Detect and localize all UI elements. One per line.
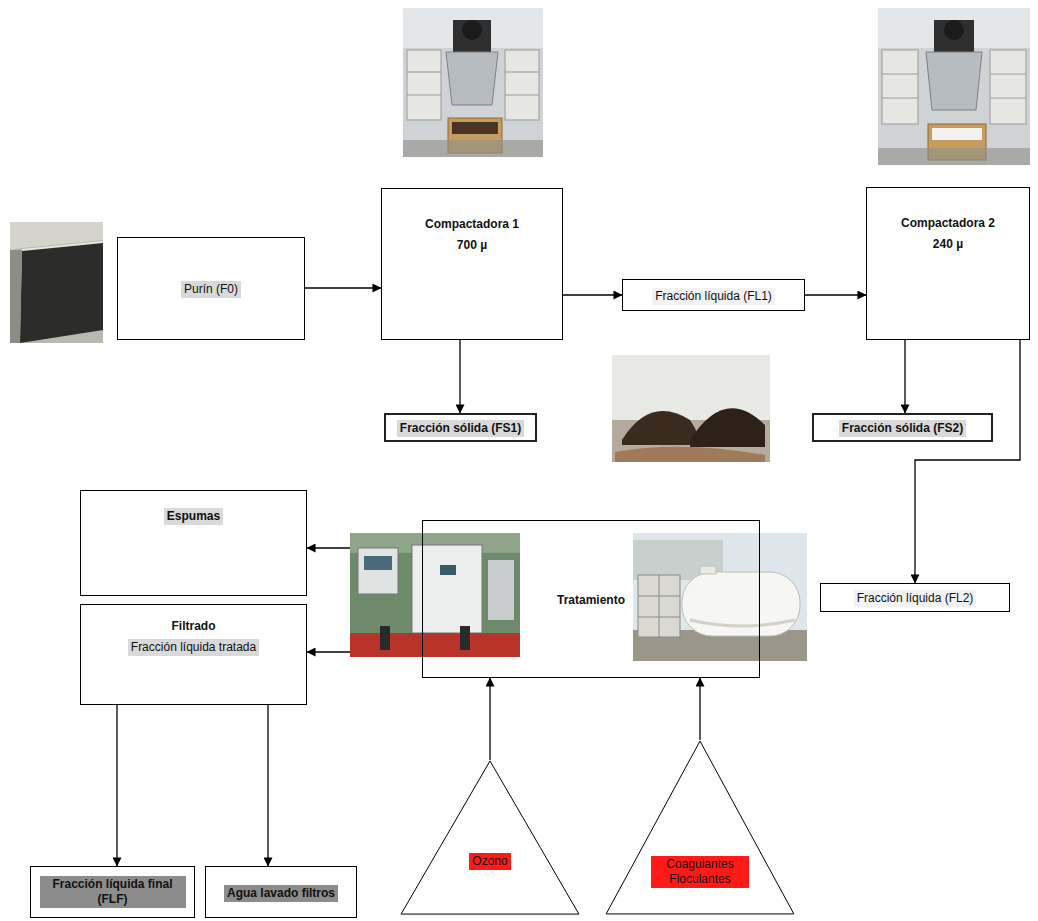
text-row: Fracción líquida (FL1) [652,286,775,305]
node-label: Fracción sólida (FS2) [839,420,966,437]
flow-arrow [805,294,866,295]
text-stack: Tratamiento [554,589,628,610]
text-row: Compactadora 2 [898,213,998,232]
text-row: Filtrado [169,616,219,635]
node-label: Ozono [469,853,510,870]
text-stack: FiltradoFracción líquida tratada [128,615,259,657]
node-label: Tratamiento [554,592,628,609]
text-stack: Purín (F0) [181,278,241,299]
text-row: Espumas [164,506,223,525]
flow-arrow [699,678,700,740]
stream-box: Fracción líquida (FL2) [820,583,1010,612]
flow-arrow [915,340,1020,583]
compactor-photo [403,8,543,157]
solid-fraction-photo [612,355,770,462]
text-stack: Compactadora 2 240 µ [898,212,998,254]
control-panel-photo [350,533,520,657]
text-stack: Ozono [469,850,510,871]
output-box: Espumas [80,490,307,596]
node-label: Fracción líquida final (FLF) [40,876,186,908]
text-stack: Espumas [164,505,223,526]
slurry-pit-photo [10,222,103,343]
output-box: Agua lavado filtros [205,866,357,918]
flow-arrow [489,678,490,760]
text-stack: Agua lavado filtros [224,882,338,903]
process-box: FiltradoFracción líquida tratada [80,604,307,705]
text-row: Agua lavado filtros [224,883,338,902]
flow-arrow [459,340,460,413]
flow-arrow [116,705,117,866]
text-row: Fracción líquida tratada [128,637,259,656]
output-box: Fracción sólida (FS1) [384,413,537,442]
text-row: Fracción líquida (FL2) [854,588,977,607]
node-label: Compactadora 2 [898,215,998,232]
output-box: Fracción líquida final (FLF) [30,866,195,918]
tank-photo [633,533,807,661]
text-row: Fracción sólida (FS1) [397,418,524,437]
node-detail: 700 µ [454,237,490,254]
input-triangle: Coagulantes Floculantes [605,740,795,915]
triangle-outline [605,740,795,915]
treatment-box: Tratamiento [422,520,760,678]
node-label: Agua lavado filtros [224,885,338,902]
flow-arrow [904,340,905,413]
node-label: Fracción sólida (FS1) [397,420,524,437]
process-box: Compactadora 1 700 µ [381,188,563,340]
text-stack: Compactadora 1 700 µ [422,213,522,255]
text-row: 240 µ [930,234,966,253]
flow-arrow [267,705,268,866]
text-row: Tratamiento [554,590,628,609]
input-triangle: Ozono [400,760,580,915]
node-label: Purín (F0) [181,281,241,298]
node-label: Compactadora 1 [422,216,522,233]
text-stack: Fracción líquida (FL1) [652,285,775,306]
text-stack: Coagulantes Floculantes [651,855,749,889]
text-row: Fracción sólida (FS2) [839,418,966,437]
node-label: Fracción líquida (FL1) [652,288,775,305]
stream-box: Fracción líquida (FL1) [622,279,805,311]
text-row: Coagulantes Floculantes [651,856,749,888]
text-stack: Fracción líquida (FL2) [854,587,977,608]
node-detail: Fracción líquida tratada [128,639,259,656]
process-box: Compactadora 2 240 µ [866,187,1030,340]
node-label: Coagulantes Floculantes [651,856,749,888]
text-row: Ozono [469,851,510,870]
text-row: Purín (F0) [181,279,241,298]
output-box: Fracción sólida (FS2) [812,413,993,442]
flow-arrow [563,294,622,295]
compactor-photo [878,8,1030,165]
node-detail: 240 µ [930,236,966,253]
text-stack: Fracción sólida (FS1) [397,417,524,438]
text-row: Compactadora 1 [422,214,522,233]
text-stack: Fracción sólida (FS2) [839,417,966,438]
text-stack: Fracción líquida final (FLF) [40,875,186,909]
flow-arrow [305,287,381,288]
text-row: 700 µ [454,235,490,254]
input-box: Purín (F0) [117,237,305,340]
text-row: Fracción líquida final (FLF) [40,876,186,908]
node-label: Filtrado [169,618,219,635]
node-label: Fracción líquida (FL2) [854,590,977,607]
node-label: Espumas [164,508,223,525]
triangle-outline [400,760,580,915]
